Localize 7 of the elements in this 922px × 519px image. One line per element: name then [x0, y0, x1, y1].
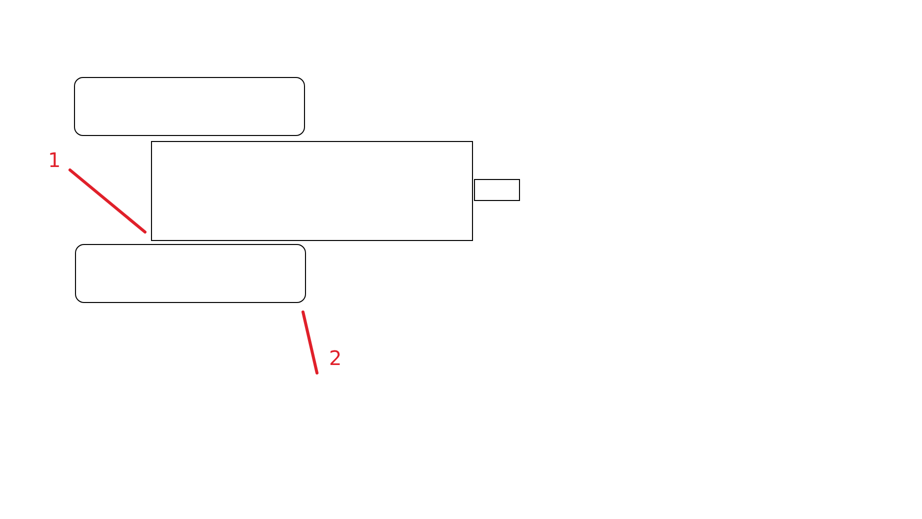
callout-number: 1	[48, 149, 64, 171]
rectangle-box	[151, 141, 473, 241]
rounded-box	[75, 244, 306, 303]
small-box	[474, 179, 520, 201]
rounded-box	[74, 77, 305, 136]
leader-line	[302, 310, 318, 374]
callout-number: 2	[329, 347, 345, 369]
